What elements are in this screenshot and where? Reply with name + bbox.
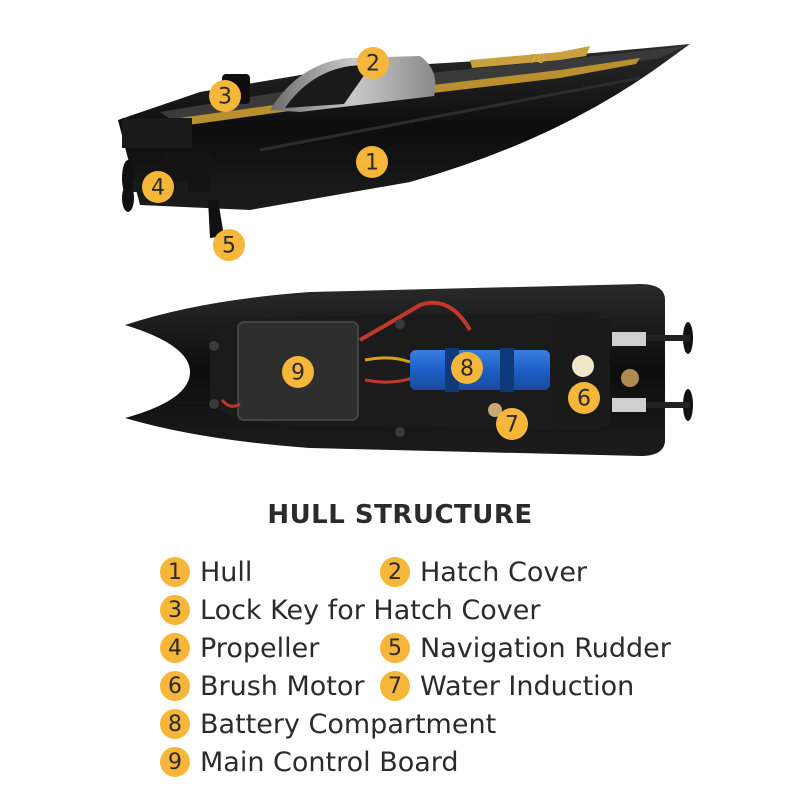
- svg-text:3: 3: [218, 85, 232, 110]
- legend-item-2: 2 Hatch Cover: [380, 553, 587, 591]
- svg-text:7: 7: [505, 413, 519, 438]
- legend-label: Hull: [200, 556, 253, 588]
- svg-text:9: 9: [291, 361, 305, 386]
- legend-label: Propeller: [200, 632, 320, 664]
- callout-2: 2: [357, 47, 389, 79]
- legend-item-7: 7 Water Induction: [380, 667, 634, 705]
- legend-label: Battery Compartment: [200, 708, 497, 740]
- callout-1: 1: [356, 146, 388, 178]
- svg-text:2: 2: [366, 52, 380, 77]
- legend-item-9: 9 Main Control Board: [160, 743, 459, 781]
- svg-text:5: 5: [222, 234, 236, 259]
- legend-item-3: 3 Lock Key for Hatch Cover: [160, 591, 540, 629]
- callout-7: 7: [496, 408, 528, 440]
- callout-3: 3: [209, 80, 241, 112]
- legend-item-4: 4 Propeller: [160, 629, 319, 667]
- legend-item-1: 1 Hull: [160, 553, 252, 591]
- callout-6: 6: [568, 382, 600, 414]
- legend-number: 3: [160, 595, 190, 625]
- legend-number: 8: [160, 709, 190, 739]
- legend-label: Navigation Rudder: [420, 632, 671, 664]
- boat-side-view: 70: [118, 44, 690, 238]
- callout-8: 8: [451, 352, 483, 384]
- legend-number: 6: [160, 671, 190, 701]
- legend-item-6: 6 Brush Motor: [160, 667, 365, 705]
- legend-number: 9: [160, 747, 190, 777]
- legend-number: 7: [380, 671, 410, 701]
- svg-text:6: 6: [577, 387, 591, 412]
- callout-5: 5: [213, 229, 245, 261]
- callout-badges: 1 2 3 4 5 6 7 8 9: [142, 47, 600, 440]
- svg-text:4: 4: [151, 176, 165, 201]
- callout-9: 9: [282, 356, 314, 388]
- legend-label: Water Induction: [420, 670, 635, 702]
- legend-label: Brush Motor: [200, 670, 365, 702]
- legend-number: 4: [160, 633, 190, 663]
- callout-4: 4: [142, 171, 174, 203]
- legend-label: Hatch Cover: [420, 556, 588, 588]
- boat-top-view: [125, 284, 693, 456]
- legend-item-8: 8 Battery Compartment: [160, 705, 496, 743]
- legend-number: 2: [380, 557, 410, 587]
- legend-label: Lock Key for Hatch Cover: [200, 594, 541, 626]
- heading: HULL STRUCTURE: [267, 500, 533, 530]
- svg-text:8: 8: [460, 357, 474, 382]
- legend-label: Main Control Board: [200, 746, 459, 778]
- svg-text:1: 1: [365, 151, 379, 176]
- legend-number: 1: [160, 557, 190, 587]
- legend-number: 5: [380, 633, 410, 663]
- boat-marking: 70: [530, 52, 546, 66]
- legend-item-5: 5 Navigation Rudder: [380, 629, 671, 667]
